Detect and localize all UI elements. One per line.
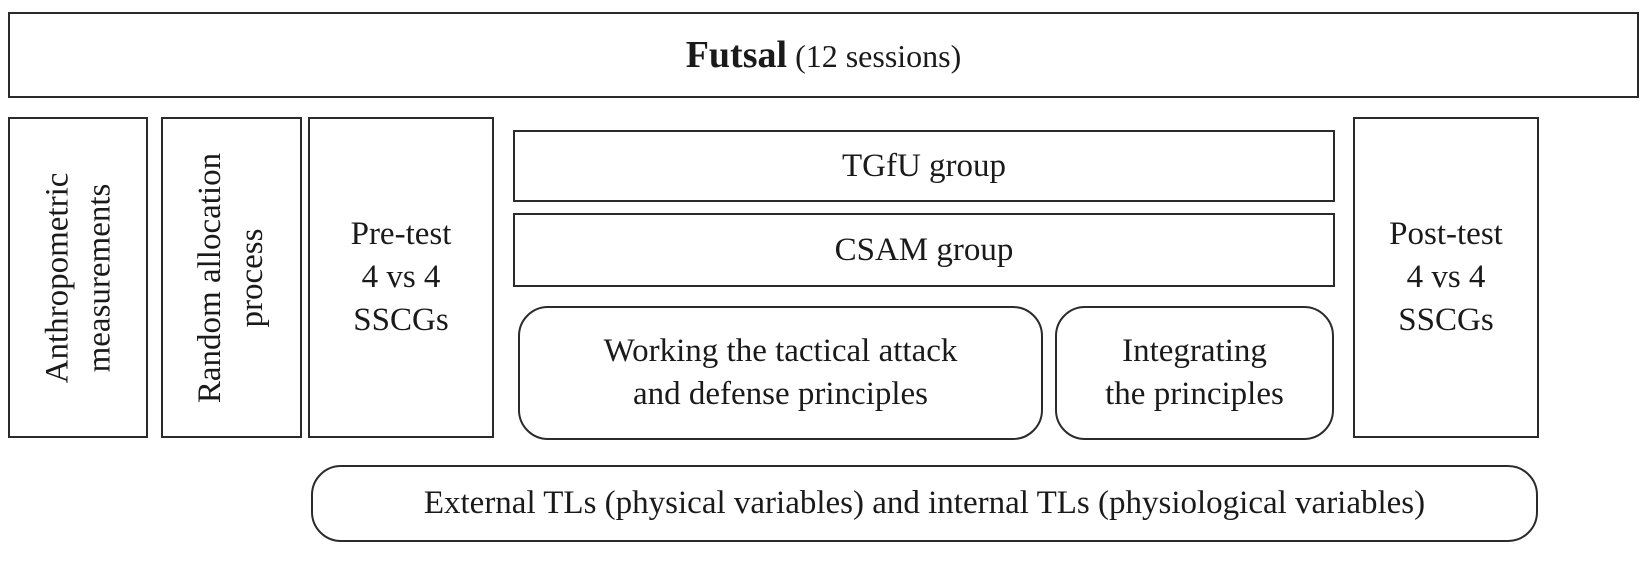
title-sport: Futsal <box>685 34 788 76</box>
random-line-2: process <box>234 228 271 327</box>
title-sessions: (12 sessions) <box>787 38 962 74</box>
posttest-line-2: 4 vs 4 <box>1406 259 1486 295</box>
pretest-label: Pre-test 4 vs 4 SSCGs <box>351 213 452 342</box>
posttest-line-1: Post-test <box>1389 216 1503 252</box>
diagram-title: Futsal (12 sessions) <box>686 33 962 77</box>
working-principles-box: Working the tactical attack and defense … <box>518 306 1043 440</box>
pretest-line-1: Pre-test <box>350 216 452 252</box>
working-line-1: Working the tactical attack <box>603 333 958 369</box>
random-line-1: Random allocation <box>192 152 229 403</box>
random-allocation-label: Random allocation process <box>190 152 274 402</box>
anthropometric-label: Anthropometric measurements <box>36 172 120 383</box>
tgfu-group-box: TGfU group <box>513 130 1335 202</box>
pretest-box: Pre-test 4 vs 4 SSCGs <box>308 117 494 438</box>
tgfu-group-label: TGfU group <box>841 147 1007 184</box>
random-allocation-box: Random allocation process <box>161 117 302 438</box>
working-principles-label: Working the tactical attack and defense … <box>604 330 958 416</box>
pretest-line-2: 4 vs 4 <box>361 259 441 295</box>
training-loads-label: External TLs (physical variables) and in… <box>423 485 1426 521</box>
working-line-2: and defense principles <box>632 376 929 412</box>
anthropometric-line-1: Anthropometric <box>39 172 75 383</box>
integrating-principles-label: Integrating the principles <box>1105 330 1284 416</box>
anthropometric-box: Anthropometric measurements <box>8 117 148 438</box>
integrating-line-1: Integrating <box>1122 333 1267 369</box>
csam-group-label: CSAM group <box>834 231 1014 268</box>
integrating-principles-box: Integrating the principles <box>1055 306 1334 440</box>
posttest-box: Post-test 4 vs 4 SSCGs <box>1353 117 1539 438</box>
title-box: Futsal (12 sessions) <box>8 12 1639 98</box>
training-loads-box: External TLs (physical variables) and in… <box>311 465 1538 542</box>
posttest-line-3: SSCGs <box>1398 302 1494 338</box>
integrating-line-2: the principles <box>1105 376 1284 412</box>
posttest-label: Post-test 4 vs 4 SSCGs <box>1389 213 1503 342</box>
csam-group-box: CSAM group <box>513 213 1335 287</box>
pretest-line-3: SSCGs <box>353 302 449 338</box>
anthropometric-line-2: measurements <box>81 183 117 372</box>
